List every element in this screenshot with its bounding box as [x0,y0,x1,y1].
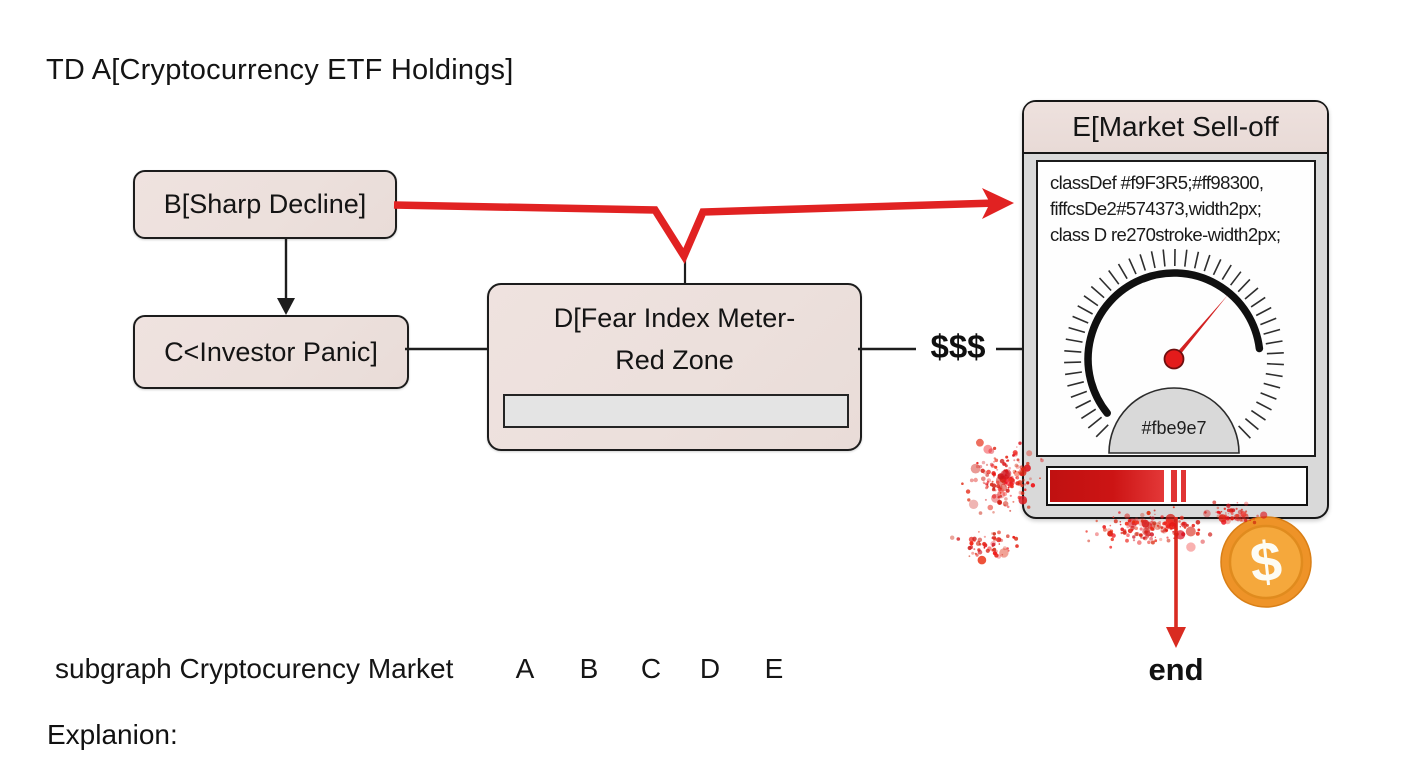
footer-node-b: B [579,653,599,684]
edge-e-to-end-arrowhead-icon [1166,627,1186,648]
edge-label-dollars: $$$ [930,328,986,365]
coin-dollar-glyph: $ [1247,529,1285,595]
footer-node-e: E [764,653,784,684]
footer-node-a: A [515,653,535,684]
code-line-3: class D re270stroke-width2px; [1050,224,1281,245]
end-label: end [1148,652,1204,687]
node-d-label-line2: Red Zone [615,345,734,375]
node-d-meter-bar [503,394,849,428]
node-b-sharp-decline: B[Sharp Decline] [133,170,397,239]
panel-header: E[Market Sell-off [1024,102,1327,154]
gauge-hump [1108,387,1240,454]
node-b-label: B[Sharp Decline] [163,189,367,219]
footer-subgraph-label: subgraph Cryptocurency Market [55,653,454,684]
edge-b-to-e-red [393,199,997,265]
node-e-market-selloff-panel: E[Market Sell-off classDef #f9F3R5;#ff98… [1022,100,1329,519]
node-c-label: C<Investor Panic] [164,336,378,367]
code-line-1: classDef #f9F3R5;#ff98300, [1050,172,1264,193]
gauge-hex-label: #fbe9e7 [1141,418,1206,438]
gauge-arc [1084,269,1264,417]
progress-stripe-2 [1180,470,1187,502]
panel-body: classDef #f9F3R5;#ff98300, fiffcsDe2#574… [1036,160,1316,457]
progress-fill [1050,470,1164,502]
fear-gauge-icon: #fbe9e7 [1064,248,1284,454]
classdef-code-block: classDef #f9F3R5;#ff98300, fiffcsDe2#574… [1050,170,1308,248]
dollar-coin-icon: $ [1220,516,1312,608]
gauge-center-dot [1163,348,1185,370]
code-line-2: fiffcsDe2#574373,width2px; [1050,198,1262,219]
progress-stripe-1 [1170,470,1178,502]
node-e-label: E[Market Sell-off [1072,111,1279,142]
diagram-title: TD A[Cryptocurrency ETF Holdings] [46,54,514,86]
gauge-needle-icon [1172,294,1228,361]
selloff-progress-bar [1046,466,1308,506]
node-d-label-line1: D[Fear Index Meter- [553,303,796,333]
footer-node-c: C [640,653,662,684]
explanation-label: Explanion: [47,719,178,750]
footer-node-d: D [699,653,721,684]
node-c-investor-panic: C<Investor Panic] [133,315,409,389]
edge-b-to-e-arrowhead-icon [982,188,1014,219]
edge-b-to-c-arrowhead-icon [277,298,295,315]
